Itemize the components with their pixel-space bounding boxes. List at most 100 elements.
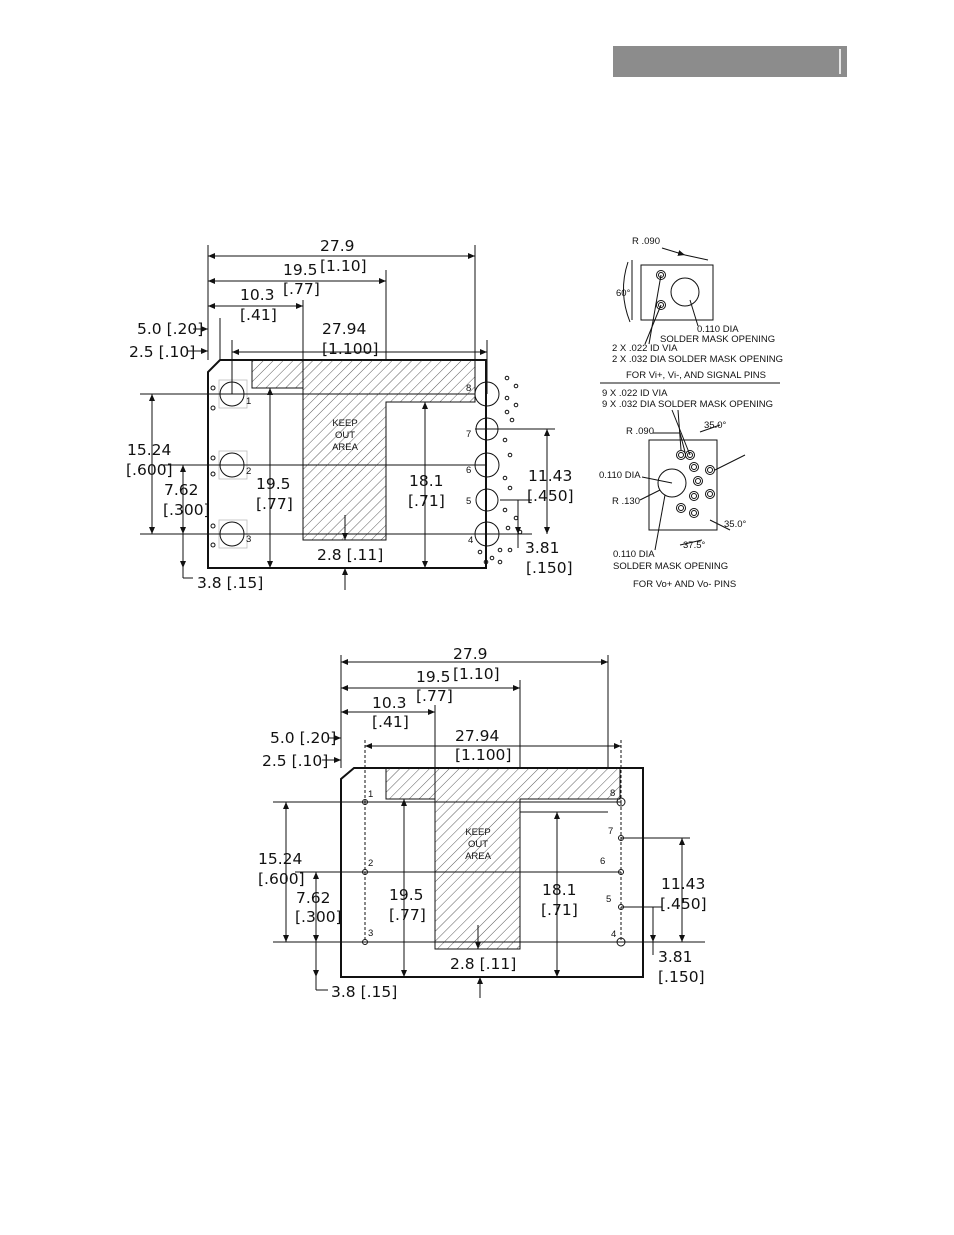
detail-b-r2: R .130 [612, 496, 640, 507]
top-dim-edge-b: 2.5 [.10] [129, 343, 195, 361]
top-dim-right-span-mm: 11.43 [528, 467, 572, 485]
top-dim-ko-height-mm: 19.5 [256, 475, 291, 493]
bottom-dim-overall-mm: 27.9 [453, 645, 488, 663]
header-bar-edge [839, 49, 841, 74]
detail-b-r1: R .090 [626, 426, 654, 437]
bottom-pin-8: 8 [610, 788, 615, 799]
top-dim-right-low-mm: 3.81 [525, 539, 560, 557]
top-pin-7: 7 [466, 429, 471, 440]
top-pin-5: 5 [466, 496, 471, 507]
detail-b-ang1: 35.0° [704, 420, 726, 431]
top-dim-left-mid-mm: 7.62 [164, 481, 199, 499]
top-pin-8: 8 [466, 383, 471, 394]
top-dim-right-height-in: [.71] [408, 492, 445, 510]
top-pin-3: 3 [246, 534, 251, 545]
top-ko-label-3: AREA [332, 442, 359, 453]
top-dim-ko-right-in: [.77] [283, 280, 320, 298]
bottom-footprint-drawing: KEEP OUT AREA 1 2 3 8 7 6 5 4 [258, 645, 707, 1001]
detail-a-via: 2 X .022 ID VIA [612, 343, 678, 354]
bottom-dim-edge-a: 5.0 [.20] [270, 729, 336, 747]
top-dim-ko-left-in: [.41] [240, 306, 277, 324]
bottom-dim-right-span-in: [.450] [660, 895, 707, 913]
bottom-dim-ko-right-in: [.77] [416, 687, 453, 705]
bottom-pin-7: 7 [608, 826, 613, 837]
bottom-dim-ko-height-in: [.77] [389, 906, 426, 924]
bottom-dim-left-span-in: [.600] [258, 870, 305, 888]
top-dimension-lines [149, 253, 550, 590]
top-dim-pin-span-in: [1.100] [322, 340, 378, 358]
detail-b-ang2: 35.0° [724, 519, 746, 530]
detail-a-signal-pins: R .090 60° 0.110 DIA SOLDER MASK OPENING… [600, 236, 783, 384]
top-dim-right-low-in: [.150] [526, 559, 573, 577]
detail-a-radius: R .090 [632, 236, 660, 247]
top-footprint-drawing: KEEP OUT AREA 1 2 3 [126, 237, 574, 592]
detail-b-ang3: 37.5° [683, 540, 705, 551]
top-dim-right-span-in: [.450] [527, 487, 574, 505]
top-dim-pin-span-mm: 27.94 [322, 320, 366, 338]
detail-b-output-pins: 9 X .022 ID VIA 9 X .032 DIA SOLDER MASK… [599, 388, 773, 590]
top-left-pins [210, 379, 248, 549]
bottom-dim-ko-left-mm: 10.3 [372, 694, 407, 712]
bottom-ko-label-1: KEEP [465, 827, 490, 838]
detail-b-dia2: 0.110 DIA [613, 549, 655, 560]
bottom-pin-1: 1 [368, 789, 373, 800]
bottom-dim-ko-left-in: [.41] [372, 713, 409, 731]
top-ko-label-1: KEEP [332, 418, 357, 429]
bottom-dim-right-span-mm: 11.43 [661, 875, 705, 893]
bottom-dimension-lines [283, 659, 685, 998]
top-dim-left-span-in: [.600] [126, 461, 173, 479]
top-dim-overall-in: [1.10] [320, 257, 367, 275]
top-right-pins [474, 375, 523, 565]
bottom-dim-right-low-in: [.150] [658, 968, 705, 986]
bottom-dim-left-span-mm: 15.24 [258, 850, 302, 868]
top-dim-ko-left-mm: 10.3 [240, 286, 275, 304]
bottom-dim-ko-height-mm: 19.5 [389, 886, 424, 904]
top-pin-4: 4 [468, 535, 473, 546]
top-dim-ko-height-in: [.77] [256, 495, 293, 513]
bottom-ko-label-2: OUT [468, 839, 488, 850]
detail-a-dia-mask: SOLDER MASK OPENING [660, 334, 775, 345]
bottom-dim-edge-b: 2.5 [.10] [262, 752, 328, 770]
top-dim-overall-mm: 27.9 [320, 237, 355, 255]
bottom-dim-pin-span-in: [1.100] [455, 746, 511, 764]
detail-b-via: 9 X .022 ID VIA [602, 388, 668, 399]
bottom-dim-pin-span-mm: 27.94 [455, 727, 499, 745]
top-ko-label-2: OUT [335, 430, 355, 441]
bottom-dim-left-mid-in: [.300] [295, 908, 342, 926]
top-keep-out-area [251, 359, 476, 541]
bottom-extension-lines [273, 655, 705, 943]
bottom-dim-overall-in: [1.10] [453, 665, 500, 683]
bottom-pin-2: 2 [368, 858, 373, 869]
bottom-dim-right-low-mm: 3.81 [658, 948, 693, 966]
top-dim-left-bottom: 3.8 [.15] [197, 574, 263, 592]
top-pin-2: 2 [246, 466, 251, 477]
bottom-dim-ko-right-mm: 19.5 [416, 668, 451, 686]
bottom-pin-4: 4 [611, 929, 616, 940]
detail-b-dia1: 0.110 DIA [599, 470, 641, 481]
bottom-ko-label-3: AREA [465, 851, 492, 862]
bottom-dim-ko-bottom: 2.8 [.11] [450, 955, 516, 973]
header-bar [613, 46, 847, 77]
detail-a-dia: 0.110 DIA [697, 324, 739, 335]
bottom-dim-left-bottom: 3.8 [.15] [331, 983, 397, 1001]
detail-b-dia2-mask: SOLDER MASK OPENING [613, 561, 728, 572]
top-dim-ko-bottom: 2.8 [.11] [317, 546, 383, 564]
detail-b-via-mask: 9 X .032 DIA SOLDER MASK OPENING [602, 399, 773, 410]
detail-b-pad [648, 439, 718, 531]
detail-a-angle: 60° [616, 288, 631, 299]
top-dim-ko-right-mm: 19.5 [283, 261, 318, 279]
top-dim-left-mid-in: [.300] [163, 501, 210, 519]
bottom-dim-right-height-mm: 18.1 [542, 881, 577, 899]
bottom-pin-3: 3 [368, 928, 373, 939]
top-dim-edge-a: 5.0 [.20] [137, 320, 203, 338]
detail-b-caption: FOR Vo+ AND Vo- PINS [633, 579, 736, 590]
detail-a-caption: FOR Vi+, Vi-, AND SIGNAL PINS [626, 370, 766, 381]
bottom-pin-5: 5 [606, 894, 611, 905]
detail-a-via-mask: 2 X .032 DIA SOLDER MASK OPENING [612, 354, 783, 365]
bottom-dim-right-height-in: [.71] [541, 901, 578, 919]
top-dim-right-height-mm: 18.1 [409, 472, 444, 490]
top-extension-lines [140, 245, 555, 535]
bottom-dim-left-mid-mm: 7.62 [296, 889, 331, 907]
top-pin-1: 1 [246, 396, 251, 407]
